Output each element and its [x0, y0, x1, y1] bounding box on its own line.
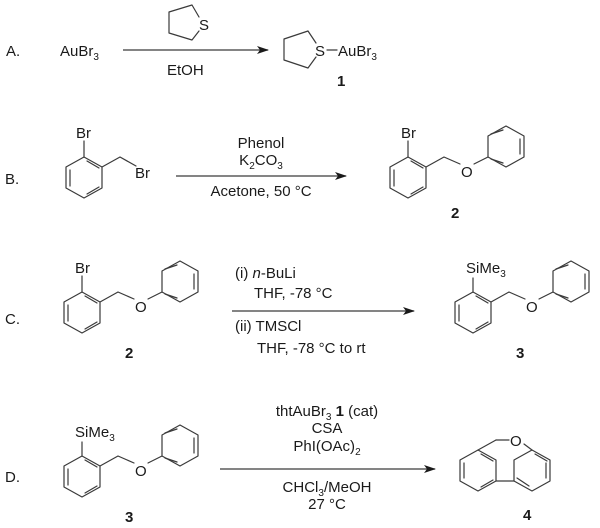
tetrahydrothiophene-structure: S	[168, 4, 209, 41]
oxygen-atom: O	[461, 164, 473, 181]
compound-number-2: 2	[451, 205, 459, 222]
condition-step-i-solvent: THF, -78 °C	[254, 285, 333, 302]
condition-reagent: Phenol	[238, 135, 285, 152]
reactant-d-structure: SiMe3 O	[63, 424, 199, 498]
condition-solvent-temp: Acetone, 50 °C	[210, 183, 311, 200]
trimethylsilyl-group: SiMe3	[75, 424, 115, 444]
trimethylsilyl-group: SiMe3	[466, 260, 506, 280]
bromine-atom: Br	[76, 125, 91, 142]
step-label: B.	[5, 171, 19, 188]
compound-number-4: 4	[523, 507, 532, 524]
product-1-structure: S AuBr3	[283, 30, 377, 69]
condition-step-ii: (ii) TMSCl	[235, 318, 301, 335]
condition-solvent: CHCl3/MeOH	[283, 479, 372, 499]
step-b: B. Br Br Phenol K2CO3 Acetone, 50 °C Br	[5, 125, 525, 222]
compound-number-2: 2	[125, 345, 133, 362]
product-2-structure: Br O	[389, 125, 525, 199]
step-label: A.	[6, 43, 20, 60]
step-d: D. SiMe3 O 3 thtAuBr3 1 (cat) CSA PhI(OA…	[5, 403, 551, 526]
condition-acid: CSA	[312, 420, 343, 437]
oxygen-atom: O	[135, 463, 147, 480]
reactant-c-structure: Br O	[63, 260, 199, 334]
condition-catalyst: thtAuBr3 1 (cat)	[276, 403, 378, 423]
condition-base: K2CO3	[239, 152, 283, 172]
sulfur-atom: S	[199, 17, 209, 34]
step-c: C. Br O 2 (i) n-BuLi THF, -78 °C (ii) TM…	[5, 260, 590, 362]
compound-number-3: 3	[125, 509, 133, 526]
step-a: A. AuBr3 S EtOH S AuBr3 1	[6, 4, 377, 90]
oxygen-atom: O	[526, 299, 538, 316]
condition-solvent: EtOH	[167, 62, 204, 79]
bromine-atom: Br	[75, 260, 90, 277]
reactant-aubr3: AuBr3	[60, 43, 99, 63]
oxygen-atom: O	[135, 299, 147, 316]
condition-step-ii-solvent: THF, -78 °C to rt	[257, 340, 366, 357]
sulfur-atom: S	[315, 43, 325, 60]
compound-number-3: 3	[516, 345, 524, 362]
condition-oxidant: PhI(OAc)2	[293, 438, 361, 458]
aubr3-ligand: AuBr3	[338, 43, 377, 63]
condition-temperature: 27 °C	[308, 496, 346, 513]
oxygen-atom: O	[510, 433, 522, 450]
step-label: C.	[5, 311, 20, 328]
reactant-b-structure: Br Br	[65, 125, 150, 199]
bromine-atom: Br	[135, 165, 150, 182]
bromine-atom: Br	[401, 125, 416, 142]
product-4-structure: O	[459, 433, 551, 492]
step-label: D.	[5, 469, 20, 486]
product-3-structure: SiMe3 O	[454, 260, 590, 334]
compound-number-1: 1	[337, 73, 345, 90]
condition-step-i: (i) n-BuLi	[235, 265, 296, 282]
